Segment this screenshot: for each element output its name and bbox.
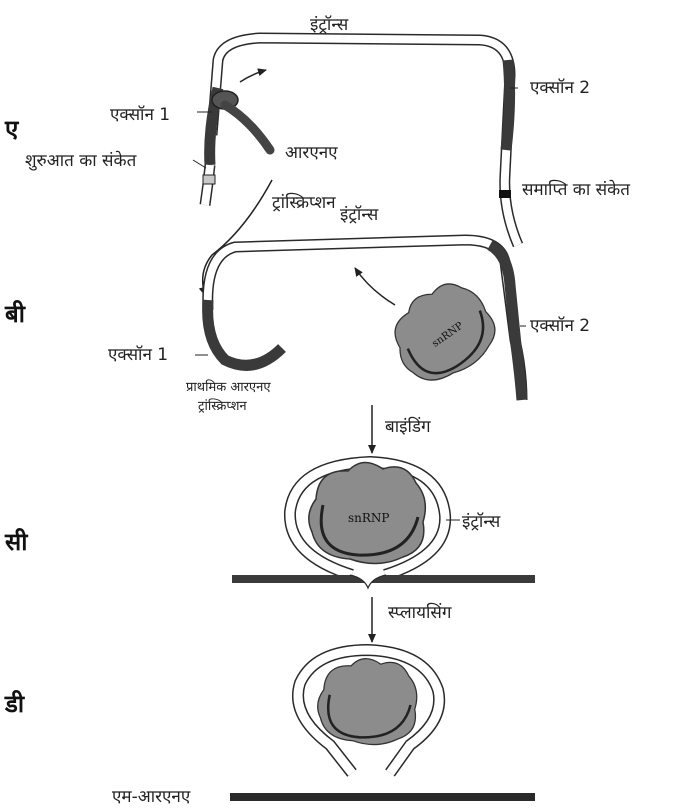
splicing-label: स्प्लायसिंग: [388, 602, 452, 623]
rna-strand-a: [225, 105, 270, 150]
binding-label: बाइंडिंग: [385, 416, 431, 437]
end-signal-mark: [499, 190, 511, 198]
end-signal-label: समाप्ति का संकेत: [522, 179, 630, 200]
mrna-bar: [230, 793, 535, 801]
stage-c-label: सी: [4, 528, 28, 556]
intron-label-b: इंट्रॉन्स: [340, 205, 379, 225]
stage-b-label: बी: [4, 300, 26, 328]
exon1-label-a: एक्सॉन 1: [110, 105, 170, 125]
exon2-label-b: एक्सॉन 2: [530, 316, 590, 336]
stage-b-group: snRNP बी इंट्रॉन्स एक्सॉन 2 एक्सॉन 1 प्र…: [4, 205, 590, 414]
mrna-label: एम-आरएनए: [112, 787, 191, 807]
start-signal-mark: [203, 175, 215, 184]
snrnp-label-c: snRNP: [348, 511, 390, 525]
transcription-label: ट्रांस्क्रिप्शन: [272, 192, 336, 213]
snrnp-c: snRNP: [309, 462, 426, 563]
primary-rna-line1: प्राथमिक आरएनए: [186, 379, 271, 395]
stage-c-group: snRNP सी इंट्रॉन्स: [4, 462, 535, 588]
snrnp-approach-arrow: [355, 268, 395, 305]
exon2-label-a: एक्सॉन 2: [530, 78, 590, 98]
stage-d-label: डी: [4, 690, 25, 718]
stage-a-label: ए: [4, 115, 20, 143]
intron-label-a: इंट्रॉन्स: [310, 15, 349, 35]
exon1-label-b: एक्सॉन 1: [108, 345, 168, 365]
snrnp-b: snRNP: [377, 269, 507, 396]
intron-label-c: इंट्रॉन्स: [462, 512, 501, 532]
direction-arrow: [240, 70, 266, 82]
start-signal-label: शुरुआत का संकेत: [25, 150, 137, 171]
rna-label: आरएनए: [285, 143, 338, 163]
primary-rna-line2: ट्रांस्क्रिप्शन: [198, 398, 247, 414]
exon2-segment-b: [490, 245, 522, 400]
snrnp-d: [318, 659, 417, 745]
exon2-segment-a: [506, 60, 510, 150]
stage-d-group: डी एम-आरएनए: [4, 650, 535, 807]
exon1-segment-b: [208, 300, 282, 365]
